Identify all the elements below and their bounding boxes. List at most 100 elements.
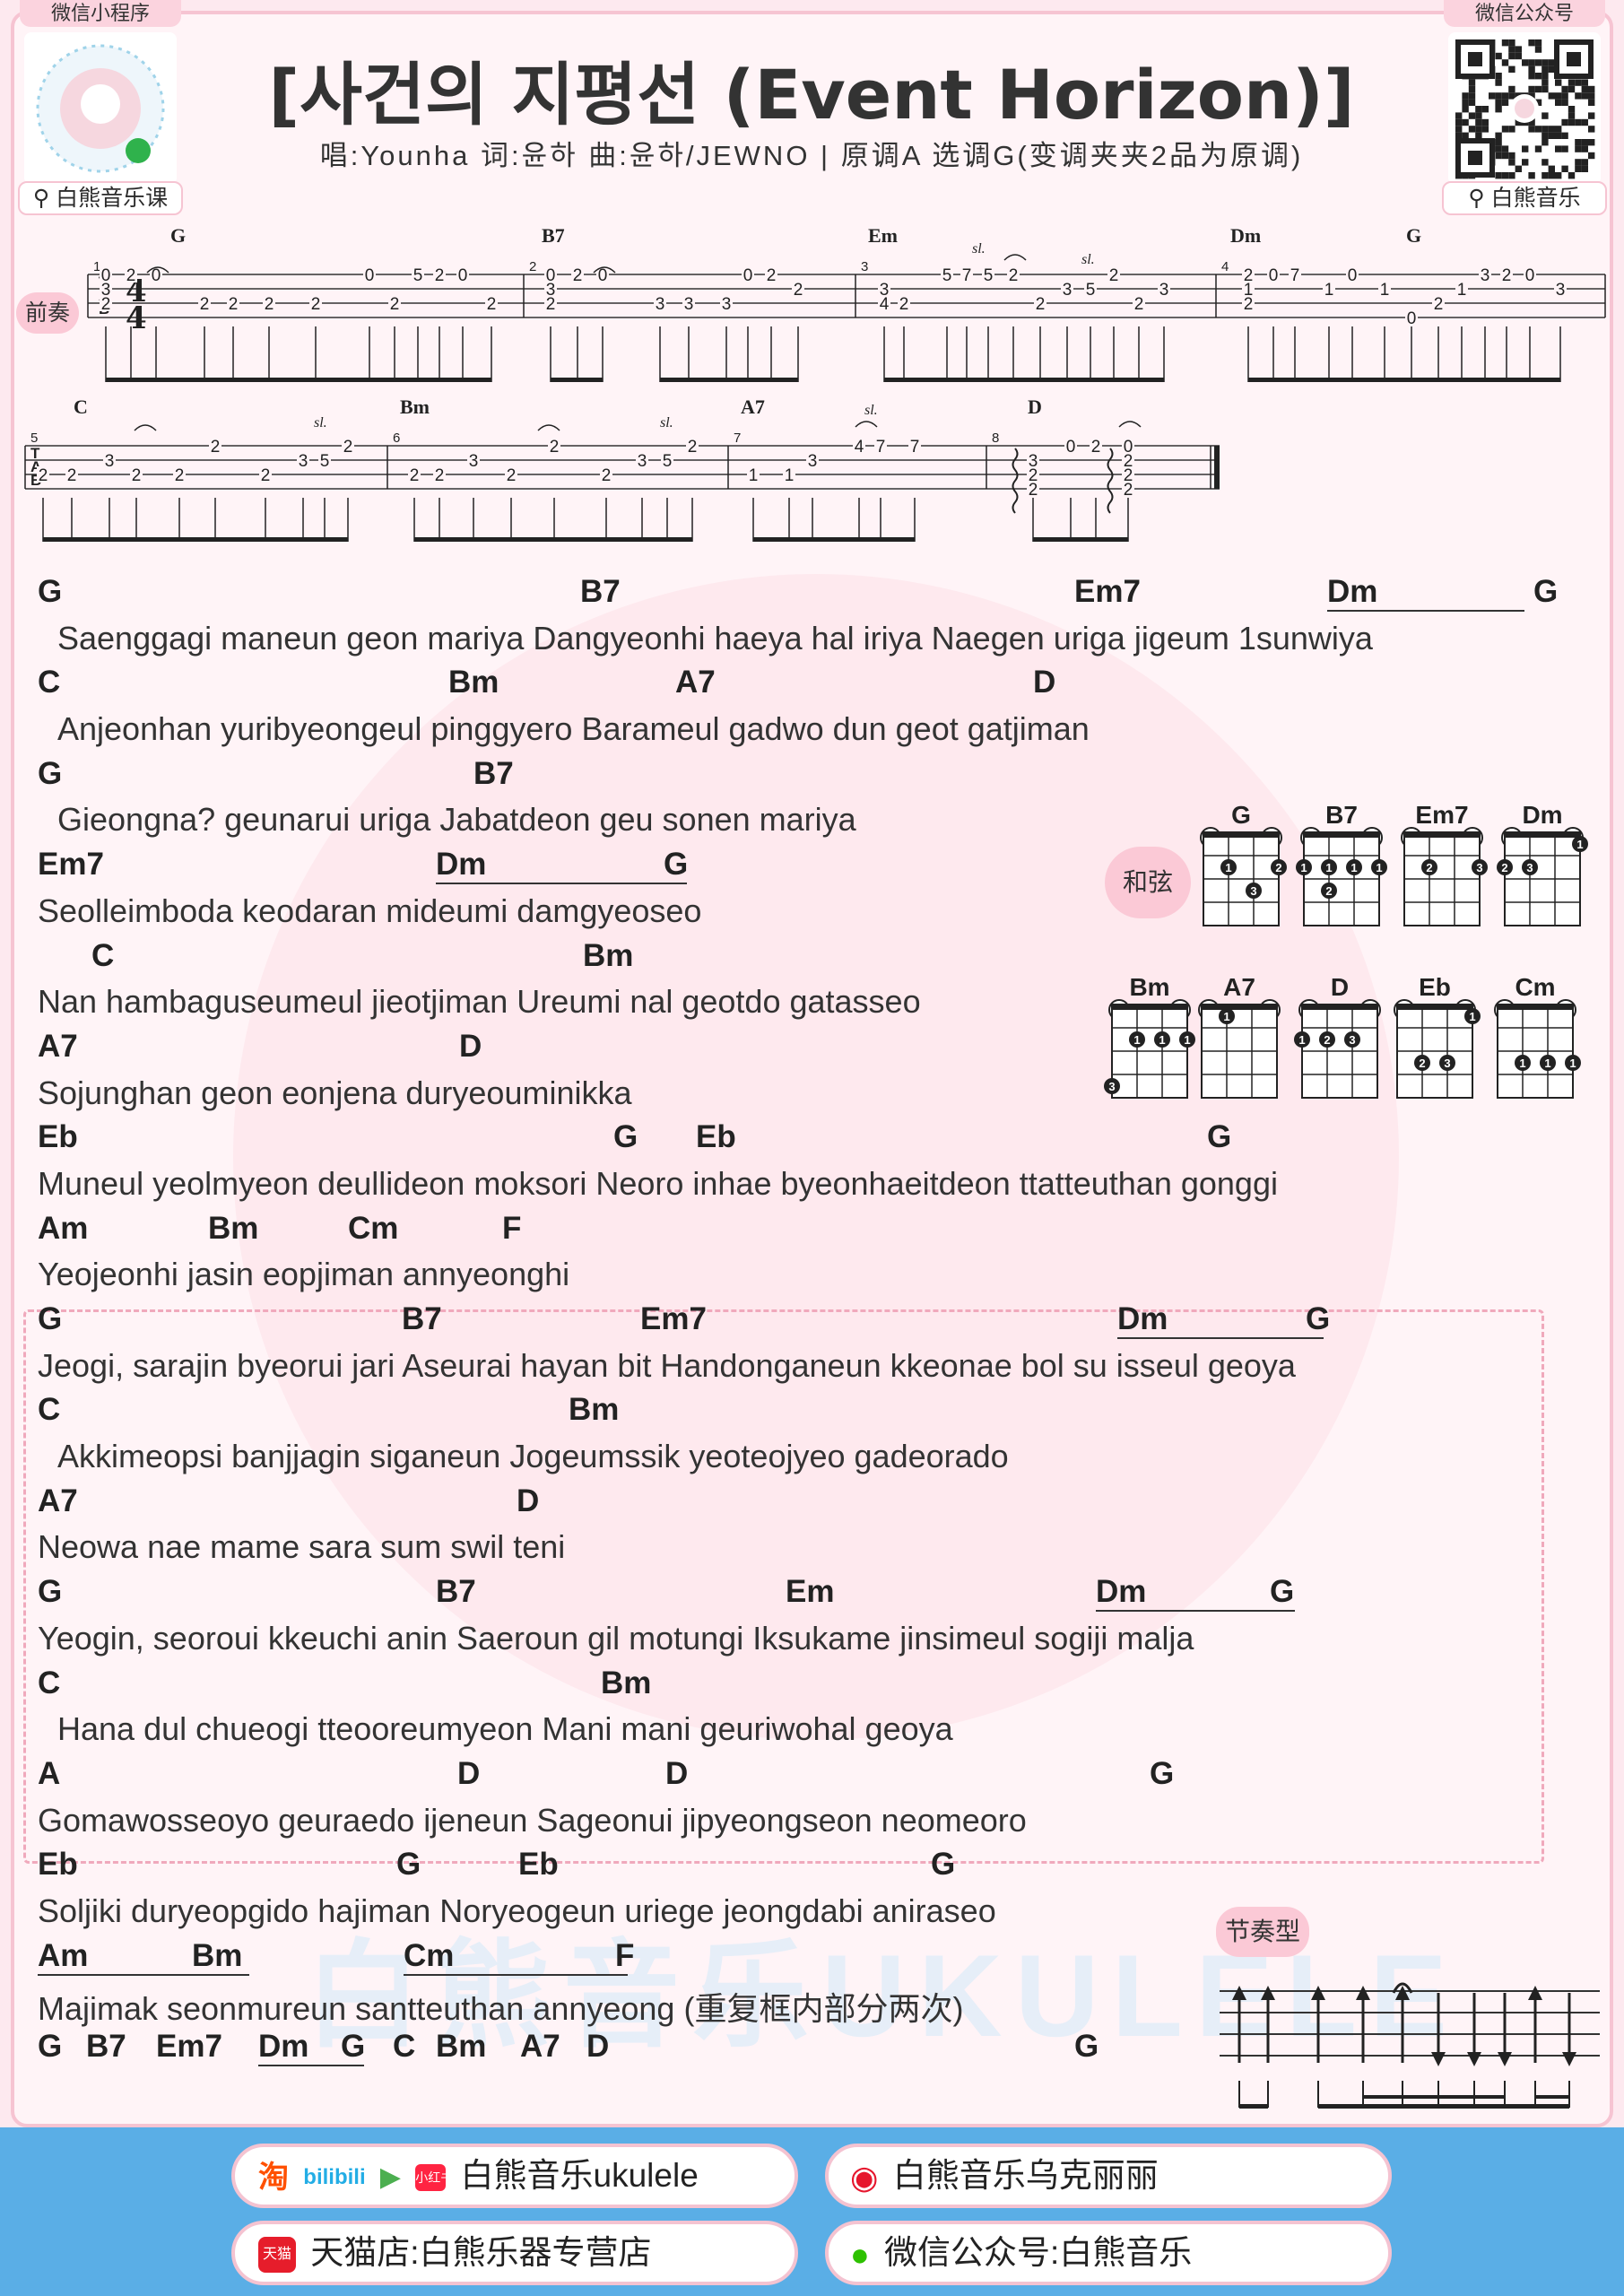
svg-text:1: 1	[1223, 1010, 1229, 1023]
tmall-link[interactable]: 天猫 天猫店:白熊乐器专营店	[231, 2221, 798, 2285]
tab-fret-number: 2	[1502, 266, 1512, 285]
chord-symbol: A7	[38, 1028, 78, 1064]
finger-dot	[1319, 1031, 1335, 1048]
play-icon: ▶	[379, 2162, 401, 2193]
tab-fret-number: 7	[962, 266, 972, 285]
measure-number: 1	[93, 259, 100, 274]
finger-dot	[1321, 883, 1337, 899]
tab-fret-number: 0	[458, 266, 468, 285]
tab-fret-number: 2	[410, 466, 420, 485]
chord-symbol: G	[1074, 2029, 1099, 2064]
tab-fret-number: 0	[1348, 266, 1358, 285]
slide-mark: sl.	[1081, 252, 1095, 267]
tab-fret-number: 2	[794, 281, 803, 300]
chord-diagram-label: G	[1231, 801, 1251, 829]
measure-number: 5	[30, 430, 38, 446]
chord-symbol: C	[38, 1665, 61, 1700]
chord-symbol: Bm	[192, 1937, 243, 1973]
measure-number: 2	[529, 259, 536, 274]
finger-dot	[1472, 859, 1488, 875]
tab-fret-number: 2	[265, 295, 274, 314]
qr-code-icon[interactable]	[1448, 32, 1601, 185]
mini-program-search[interactable]: ⚲ 白熊音乐课	[18, 181, 183, 215]
lyric-line: Neowa nae mame sara sum swil teni	[36, 1528, 1596, 1574]
finger-dot	[1371, 859, 1387, 875]
finger-dot	[1154, 1031, 1170, 1048]
svg-text:1: 1	[1225, 861, 1231, 874]
tmall-icon: 天猫	[258, 2237, 296, 2274]
chord-symbol: G	[38, 755, 63, 791]
chord-symbol: Em7	[1074, 574, 1141, 609]
tab-chord-label: Em	[868, 224, 898, 247]
tab-fret-number: 2	[101, 295, 111, 314]
tab-fret-number: 1	[1244, 281, 1254, 300]
tab-fret-number: 1	[1324, 281, 1334, 300]
lyric-line: Jeogi, sarajin byeorui jari Aseurai haya…	[36, 1347, 1596, 1393]
mini-program-card[interactable]: 微信小程序 ⚲ 白熊音乐课	[11, 0, 190, 215]
finger-dot	[1179, 1031, 1195, 1048]
tab-fret-number: 3	[469, 452, 479, 471]
chord-symbol: D	[665, 1755, 689, 1791]
lyric-line: Gomawosseoyo geuraedo ijeneun Sageonui j…	[36, 1802, 1596, 1848]
tab-fret-number: 3	[684, 295, 694, 314]
chord-symbol: B7	[86, 2029, 126, 2064]
lyric-text: Yeogin, seoroui kkeuchi anin Saeroun gil…	[38, 1619, 1194, 1657]
chord-symbol: Bm	[448, 665, 499, 700]
tab-fret-number: 4	[855, 438, 864, 457]
tab-fret-number: 2	[899, 295, 909, 314]
lyric-text: Hana dul chueogi tteooreumyeon Mani mani…	[57, 1710, 953, 1748]
svg-text:1: 1	[1300, 861, 1307, 874]
tab-fret-number: 2	[602, 466, 612, 485]
tab-fret-number: 0	[1407, 309, 1417, 328]
official-account-search[interactable]: ⚲ 白熊音乐	[1442, 181, 1607, 215]
svg-text:1: 1	[1350, 861, 1357, 874]
wechat-link[interactable]: ● 微信公众号:白熊音乐	[825, 2221, 1392, 2285]
tab-fret-number: 2	[1134, 295, 1144, 314]
svg-text:3: 3	[1349, 1033, 1355, 1047]
lyric-line: Seolleimboda keodaran mideumi damgyeoseo	[36, 892, 1596, 938]
measure-number: 8	[992, 430, 999, 446]
tab-fret-number: 5	[984, 266, 994, 285]
lyric-line: Muneul yeolmyeon deullideon moksori Neor…	[36, 1165, 1596, 1211]
tab-chord-label: Dm	[1230, 224, 1261, 247]
weibo-link[interactable]: ◉ 白熊音乐乌克丽丽	[825, 2144, 1392, 2208]
taobao-icon: 淘	[258, 2161, 289, 2196]
song-credits: 唱:Younha 词:윤하 曲:윤하/JEWNO | 原调A 选调G(变调夹夹2…	[319, 140, 1304, 171]
tab-chord-label: G	[1406, 224, 1421, 247]
chord-symbol: Dm	[436, 847, 687, 885]
chord-symbol: A7	[520, 2029, 560, 2064]
official-account-card[interactable]: 微信公众号 ⚲ 白熊音乐	[1435, 0, 1614, 215]
chord-diagram-label: Eb	[1419, 973, 1451, 1001]
lyric-line: Saenggagi maneun geon mariya Dangyeonhi …	[36, 620, 1596, 665]
time-signature-bottom: 4	[126, 300, 147, 336]
lyric-text: Yeojeonhi jasin eopjiman annyeonghi	[38, 1256, 570, 1293]
mini-program-qr-icon[interactable]	[24, 32, 177, 185]
tab-fret-number: 2	[688, 438, 698, 457]
chord-symbol: A7	[38, 1483, 78, 1518]
tab-fret-number: 2	[1244, 266, 1254, 285]
tab-fret-number: 3	[546, 281, 556, 300]
tab-fret-number: 2	[1244, 295, 1254, 314]
chord-symbol: Eb	[38, 1847, 78, 1883]
chord-symbol: Bm	[583, 937, 634, 973]
lyric-text: Seolleimboda keodaran mideumi damgyeoseo	[38, 891, 702, 929]
tab-chord-label: Bm	[400, 396, 430, 418]
svg-text:1: 1	[1325, 861, 1332, 874]
chord-symbol: Em7	[38, 847, 104, 883]
chord-symbol: Bm	[208, 1210, 259, 1246]
tab-fret-number: 2	[1029, 466, 1038, 485]
platform-link[interactable]: 淘 bilibili ▶ 小红书 白熊音乐ukulele	[231, 2144, 798, 2208]
tab-fret-number: 2	[1124, 452, 1133, 471]
tab-fret-number: 2	[546, 295, 556, 314]
tab-fret-number: 2	[211, 438, 221, 457]
